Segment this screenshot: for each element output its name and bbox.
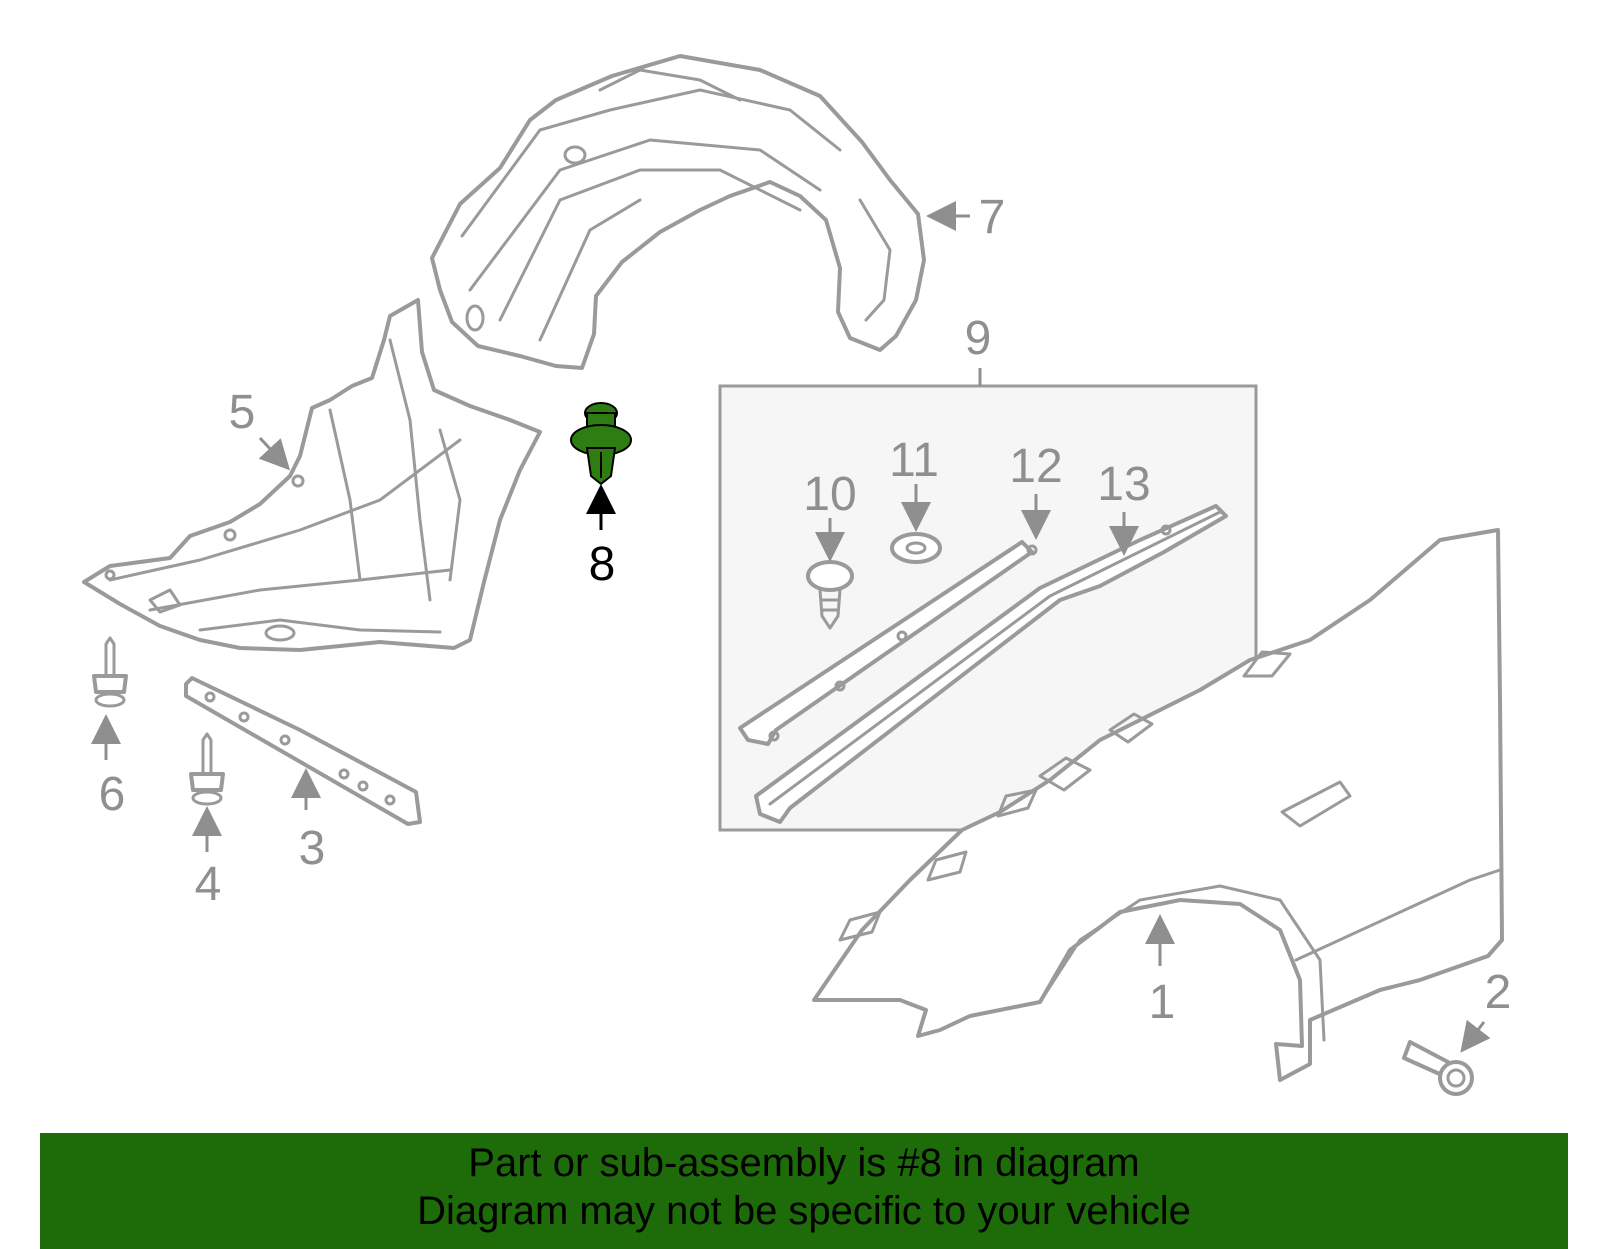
seal-strip-part-12[interactable] (738, 540, 1038, 746)
splash-shield-part-5[interactable] (82, 298, 542, 652)
callout-10: 10 (803, 468, 856, 521)
washer-part-11[interactable] (890, 532, 942, 564)
bolt-part-4[interactable] (189, 732, 225, 806)
bracket-part-3[interactable] (184, 676, 422, 826)
info-banner: Part or sub-assembly is #8 in diagram Di… (40, 1133, 1568, 1249)
callout-4: 4 (195, 858, 222, 911)
push-clip-part-8[interactable] (570, 402, 632, 486)
callout-8: 8 (589, 538, 616, 591)
bolt-part-2[interactable] (1402, 1040, 1474, 1096)
callout-13: 13 (1097, 458, 1150, 511)
callout-11: 11 (889, 434, 939, 487)
callout-6: 6 (99, 768, 126, 821)
callout-7: 7 (979, 191, 1006, 244)
callout-1: 1 (1149, 976, 1176, 1029)
callout-arrows (91, 201, 1491, 1053)
callout-5: 5 (229, 386, 256, 439)
callout-2: 2 (1485, 966, 1512, 1019)
fender-liner-part-7[interactable] (430, 54, 926, 370)
screw-part-10[interactable] (806, 560, 854, 630)
bolt-part-6[interactable] (92, 636, 128, 708)
callout-12: 12 (1009, 440, 1062, 493)
callout-9: 9 (965, 312, 992, 365)
banner-line-2: Diagram may not be specific to your vehi… (417, 1189, 1191, 1233)
callout-3: 3 (299, 822, 326, 875)
banner-line-1: Part or sub-assembly is #8 in diagram (468, 1141, 1140, 1185)
fender-part-1[interactable] (812, 528, 1504, 1082)
